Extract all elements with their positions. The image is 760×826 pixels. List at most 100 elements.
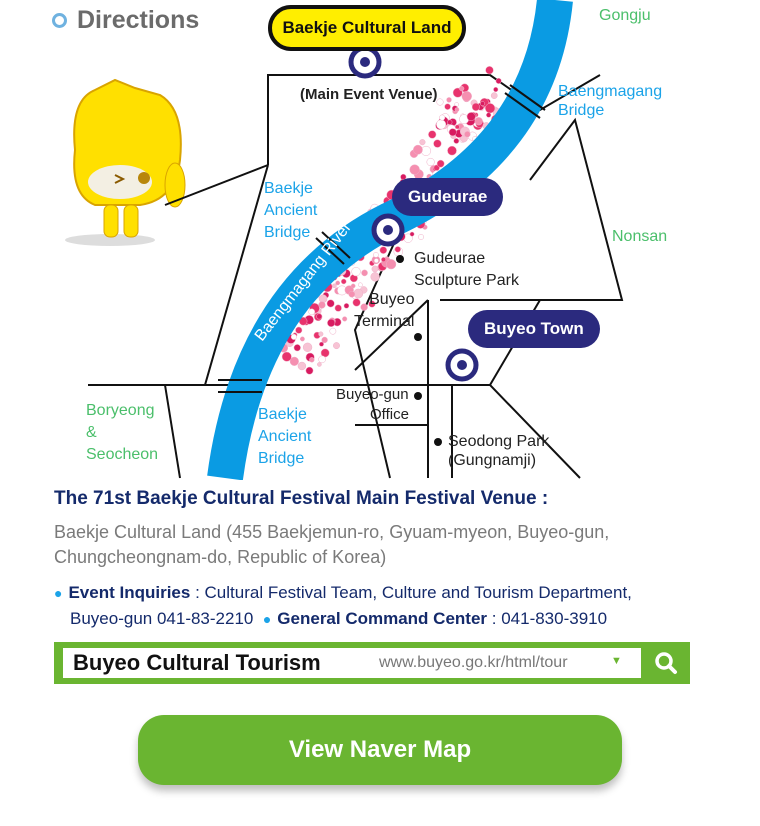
flower — [485, 103, 496, 114]
flower — [448, 128, 457, 137]
flower — [466, 112, 476, 122]
flower — [490, 92, 498, 99]
label-line: Bridge — [264, 224, 311, 241]
label-line: Office — [370, 406, 409, 423]
flower — [418, 234, 424, 240]
pin-icon — [348, 45, 382, 79]
flower — [321, 336, 328, 344]
flower — [485, 66, 494, 75]
circle-bullet-icon — [52, 13, 67, 28]
label-line: Seocheon — [86, 446, 159, 463]
label-line: Ancient — [258, 428, 312, 445]
flower — [309, 357, 315, 363]
command-center-phone: : 041-830-3910 — [487, 609, 608, 628]
flower — [459, 85, 465, 92]
search-url[interactable]: www.buyeo.go.kr/html/tour — [379, 654, 568, 671]
flower — [333, 342, 340, 350]
flower — [447, 145, 457, 156]
label-line: Buyeo-gun — [336, 386, 409, 403]
flower — [308, 308, 316, 316]
gongju-label: Gongju — [599, 7, 651, 24]
flower — [436, 119, 447, 130]
flower — [358, 282, 363, 288]
search-title: Buyeo Cultural Tourism — [73, 650, 321, 675]
flower — [371, 265, 379, 273]
flower — [361, 269, 368, 277]
flower — [409, 164, 420, 175]
pin-icon — [445, 348, 479, 382]
venue-sub-label: (Main Event Venue) — [300, 86, 438, 103]
flower — [302, 342, 313, 352]
label-line: (Gungnamji) — [448, 452, 537, 469]
flower — [334, 304, 342, 312]
flower — [379, 246, 388, 254]
bullet-icon: ● — [54, 585, 63, 601]
inquiries-label: Event Inquiries — [68, 583, 191, 602]
label-line: & — [86, 424, 97, 441]
command-center-label: General Command Center — [277, 609, 488, 628]
flower — [444, 103, 451, 110]
flower — [297, 361, 307, 371]
search-field[interactable]: Buyeo Cultural Tourism www.buyeo.go.kr/h… — [63, 648, 641, 678]
flower — [471, 102, 480, 111]
flower — [421, 145, 432, 156]
label-line: Ancient — [264, 202, 318, 219]
flower — [394, 246, 401, 253]
address-line: Chungcheongnam-do, Republic of Korea) — [54, 547, 387, 567]
label-line: Baekje — [258, 406, 307, 423]
flower — [316, 313, 323, 320]
gudeurae-label: Gudeurae — [392, 178, 504, 216]
flower — [493, 87, 499, 93]
flower — [295, 326, 303, 334]
search-button[interactable] — [646, 646, 686, 680]
flower — [428, 130, 437, 139]
flower — [343, 303, 350, 309]
flower — [352, 298, 361, 307]
flower — [446, 97, 452, 103]
label-line: Buyeo — [369, 291, 415, 308]
flower — [461, 91, 472, 102]
directions-heading: Directions — [77, 6, 200, 34]
mascot-illustration — [65, 78, 186, 246]
flower — [454, 107, 460, 112]
flower — [370, 272, 380, 282]
flower — [453, 138, 460, 144]
dropdown-caret-icon[interactable]: ▼ — [611, 655, 622, 667]
section-title: Directions — [52, 6, 199, 35]
tourism-search-bar: Buyeo Cultural Tourism www.buyeo.go.kr/h… — [54, 642, 690, 684]
flower — [332, 283, 337, 289]
label-line: Terminal — [354, 313, 415, 330]
venue-label: Baekje Cultural Land — [268, 5, 466, 51]
flower — [373, 252, 379, 258]
search-icon — [655, 652, 677, 674]
flower — [281, 351, 292, 362]
flower — [409, 231, 415, 237]
flower — [329, 327, 337, 335]
flower — [419, 139, 426, 146]
flower — [439, 114, 446, 121]
flower — [348, 290, 356, 298]
flower — [436, 159, 445, 168]
flower — [318, 331, 324, 337]
address-line: Baekje Cultural Land (455 Baekjemun-ro, … — [54, 522, 610, 542]
flower — [455, 124, 460, 130]
venue-address: Baekje Cultural Land (455 Baekjemun-ro, … — [54, 520, 704, 570]
label-line: Bridge — [258, 450, 305, 467]
inquiries-text: : Cultural Festival Team, Culture and To… — [190, 583, 632, 602]
label-line: Bridge — [558, 102, 605, 119]
label-line: Boryeong — [86, 402, 155, 419]
label-line: Seodong Park — [448, 433, 550, 450]
flower — [293, 344, 301, 352]
flower — [342, 316, 348, 322]
flower — [320, 348, 330, 358]
flower — [289, 356, 299, 366]
bullet-icon: ● — [262, 611, 272, 627]
flower — [351, 266, 361, 277]
view-naver-map-button[interactable]: View Naver Map — [138, 715, 622, 785]
